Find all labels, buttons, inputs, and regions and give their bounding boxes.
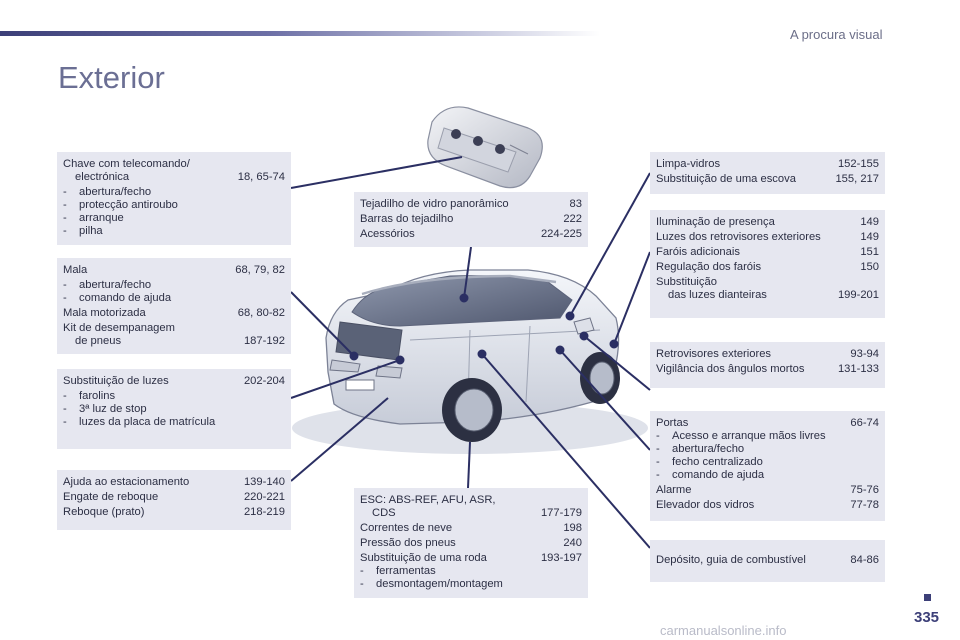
key-line2-row: electrónica 18, 65-74 — [63, 171, 285, 184]
parking-row-2: Reboque (prato)218-219 — [63, 506, 285, 518]
key-sub-3: -pilha — [63, 225, 103, 237]
key-sub-2: -arranque — [63, 212, 124, 224]
page-marker — [924, 594, 931, 601]
car-image — [292, 269, 648, 454]
doors-sub-2: -fecho centralizado — [656, 456, 763, 468]
page-title: Exterior — [58, 60, 165, 95]
mala-sub-0: -abertura/fecho — [63, 279, 152, 291]
key-line2: electrónica — [75, 171, 130, 183]
key-line1: Chave com telecomando/ — [63, 158, 190, 170]
mala-sub-1: -comando de ajuda — [63, 292, 172, 304]
section-title: A procura visual — [790, 27, 883, 42]
esc-line1: ESC: ABS-REF, AFU, ASR, — [360, 494, 496, 506]
doors-sub-1: -abertura/fecho — [656, 443, 745, 455]
lamps-sub-2: -luzes da placa de matrícula — [63, 416, 216, 428]
lamps-sub-0: -farolins — [63, 390, 116, 402]
lamps-sub-1: -3ª luz de stop — [63, 403, 147, 415]
key-pages: 18, 65-74 — [237, 171, 285, 183]
watermark: carmanualsonline.info — [660, 623, 787, 638]
lights-sub-line1: Substituição — [656, 276, 717, 288]
doors-sub-3: -comando de ajuda — [656, 469, 765, 481]
wheel-sub-0: -ferramentas — [360, 565, 436, 577]
wheel-sub-1: -desmontagem/montagem — [360, 578, 503, 590]
key-fob-icon — [427, 106, 543, 189]
key-sub-0: -abertura/fecho — [63, 186, 152, 198]
key-info-box: Chave com telecomando/ electrónica 18, 6… — [57, 152, 291, 245]
doors-sub-0: -Acesso e arranque mãos livres — [656, 430, 826, 442]
header-bar — [0, 31, 600, 36]
key-sub-1: -protecção antiroubo — [63, 199, 178, 211]
kit-line1: Kit de desempanagem — [63, 322, 175, 334]
page-number: 335 — [914, 609, 940, 626]
